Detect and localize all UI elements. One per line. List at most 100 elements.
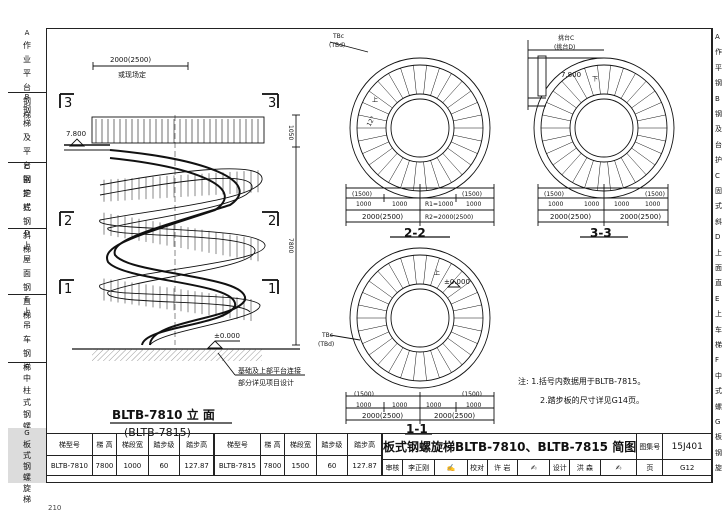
plan11-dim-7: 2000(2500) — [362, 412, 404, 420]
designer-signature: ✍ — [599, 459, 638, 476]
elev-top-dim: 2000(2500) — [110, 56, 152, 64]
cell-steps-b: 60 — [315, 455, 349, 476]
right-sidebar-char: 中 — [715, 371, 722, 380]
right-sidebar-char: 钢 — [715, 110, 722, 118]
plan33-elev: 7.800 — [561, 71, 582, 79]
right-sidebar-char: 上 — [715, 310, 722, 319]
drawing-title: 板式钢螺旋梯BLTB-7810、BLTB-7815 简图 — [381, 433, 638, 460]
section-mark-3-left: 3 — [64, 96, 73, 111]
spec-table-b: 梯型号 梯 高 梯段宽 踏步级 踏步高 BLTB-7815 7800 1500 … — [214, 433, 382, 476]
plan22-dim-8: R2=2000(2500) — [425, 214, 474, 221]
sidebar-item-d[interactable]: D 上屋面钢直梯 — [8, 228, 46, 320]
plan33-caption: 3-3 — [590, 226, 612, 240]
th-width-b: 梯段宽 — [284, 433, 317, 456]
cell-step-height-a: 127.87 — [179, 455, 214, 476]
sidebar-letter: C — [24, 163, 30, 171]
sidebar-item-e[interactable]: E 上吊车钢梯 — [8, 294, 46, 372]
plan33-platform-c: 挑台C — [558, 35, 575, 42]
plan22-tbc: TBc — [333, 33, 345, 40]
cell-width-a: 1000 — [116, 455, 149, 476]
plan22-caption: 2-2 — [404, 226, 426, 240]
right-sidebar-char: 直 — [715, 279, 722, 288]
plan33-dim-5: (1500) — [645, 191, 665, 198]
right-sidebar-char: 上 — [715, 248, 722, 257]
plan11-dim-5: (1500) — [462, 391, 482, 398]
section-mark-1-left: 1 — [64, 282, 73, 297]
sidebar-letter: G — [24, 429, 30, 437]
sidebar-label: 固定式钢斜梯 — [23, 175, 31, 254]
plan11-tbd: (TBd) — [318, 341, 335, 348]
cell-height-b: 7800 — [259, 455, 286, 476]
plan33-down: 下 — [592, 76, 599, 83]
section-mark-1-right: 1 — [268, 282, 277, 297]
plan33-platform-d: (挑台D) — [554, 44, 576, 51]
right-sidebar-char: 钢 — [715, 79, 722, 88]
plan33-dim-2: 1000 — [548, 201, 564, 208]
cell-model-b: BLTB-7815 — [214, 455, 261, 476]
th-model: 梯型号 — [46, 433, 93, 456]
right-sidebar-char: D — [715, 233, 721, 242]
footer-page-number: 210 — [48, 504, 62, 512]
elevation-caption: BLTB-7810 立 面 — [112, 408, 215, 422]
sidebar-item-b[interactable]: B 钢梯及平台钢护栏 — [8, 92, 46, 212]
right-sidebar-char: 板 — [715, 433, 722, 442]
right-sidebar-char: 式 — [715, 202, 722, 211]
elev-bottom-level: ±0.000 — [214, 332, 240, 340]
sidebar-letter: A — [24, 29, 30, 37]
title-table: 板式钢螺旋梯BLTB-7810、BLTB-7815 简图 图集号 15J401 … — [381, 433, 712, 476]
plan33-dim-6: 1000 — [645, 201, 661, 208]
sidebar-label: 板式钢螺旋梯 — [23, 440, 31, 504]
right-sidebar-char: G — [715, 418, 721, 426]
right-sidebar-char: F — [715, 356, 720, 365]
th-width: 梯段宽 — [116, 433, 149, 456]
sidebar-label: 上吊车钢梯 — [23, 307, 31, 372]
plan11-dim-2: 1000 — [356, 402, 372, 409]
right-sidebar-char: 平 — [715, 63, 722, 72]
plan11-caption: 1-1 — [406, 422, 428, 436]
check-label: 校对 — [466, 459, 488, 476]
right-sidebar-char: 旋 — [715, 464, 722, 473]
plan11-up: 上 — [434, 270, 441, 277]
right-sidebar-char: 车 — [715, 325, 722, 334]
plan33-dim-4: 1000 — [614, 201, 630, 208]
plan33-dim-3: 1000 — [584, 201, 600, 208]
plan22-tbd: (TBd) — [329, 42, 346, 49]
plan33-dim-8: 2000(2500) — [620, 213, 662, 221]
plan33-dim-1: (1500) — [544, 191, 564, 198]
th-model-b: 梯型号 — [214, 433, 261, 456]
th-height: 梯 高 — [91, 433, 118, 456]
th-height-b: 梯 高 — [259, 433, 286, 456]
plan11-dim-6: 1000 — [466, 402, 482, 409]
design-label: 设计 — [549, 459, 571, 476]
cell-height-a: 7800 — [91, 455, 118, 476]
plan22-dim-7: 2000(2500) — [362, 213, 404, 221]
note-line-1: 注: 1.括号内数据用于BLTB-7815。 — [518, 377, 646, 386]
plan22-up: 上 — [372, 97, 379, 104]
th-step-height: 踏步高 — [179, 433, 214, 456]
sidebar-letter: D — [24, 229, 30, 237]
sidebar-item-a[interactable]: A 作业平台钢梯 — [8, 28, 46, 120]
plan11-dim-1: (1500) — [354, 391, 374, 398]
title-block: 梯型号 梯 高 梯段宽 踏步级 踏步高 BLTB-7810 7800 1000 … — [46, 427, 712, 483]
elev-height-total: 7800 — [287, 238, 294, 254]
elev-height-top: 1050 — [287, 125, 294, 141]
right-sidebar-char: 斜 — [715, 217, 722, 226]
note-line-2: 2.踏步板的尺寸详见G14页。 — [540, 396, 645, 405]
elev-top-dim-note: 或现场定 — [118, 71, 146, 79]
sidebar-label: 上屋面钢直梯 — [23, 241, 31, 320]
page-label: 页 — [636, 459, 664, 476]
right-sidebar-char: C — [715, 171, 720, 180]
cell-steps-a: 60 — [147, 455, 181, 476]
cell-width-b: 1500 — [284, 455, 317, 476]
section-mark-2-left: 2 — [64, 214, 73, 229]
right-sidebar-char: E — [715, 294, 720, 303]
plan-3-3 — [527, 40, 675, 238]
plan33-dim-7: 2000(2500) — [550, 213, 592, 221]
right-sidebar-char: 护 — [715, 156, 722, 165]
sidebar-item-c[interactable]: C 固定式钢斜梯 — [8, 162, 46, 254]
sidebar-item-g[interactable]: G 板式钢螺旋梯 — [8, 428, 46, 504]
spec-table-a: 梯型号 梯 高 梯段宽 踏步级 踏步高 BLTB-7810 7800 1000 … — [46, 433, 214, 476]
